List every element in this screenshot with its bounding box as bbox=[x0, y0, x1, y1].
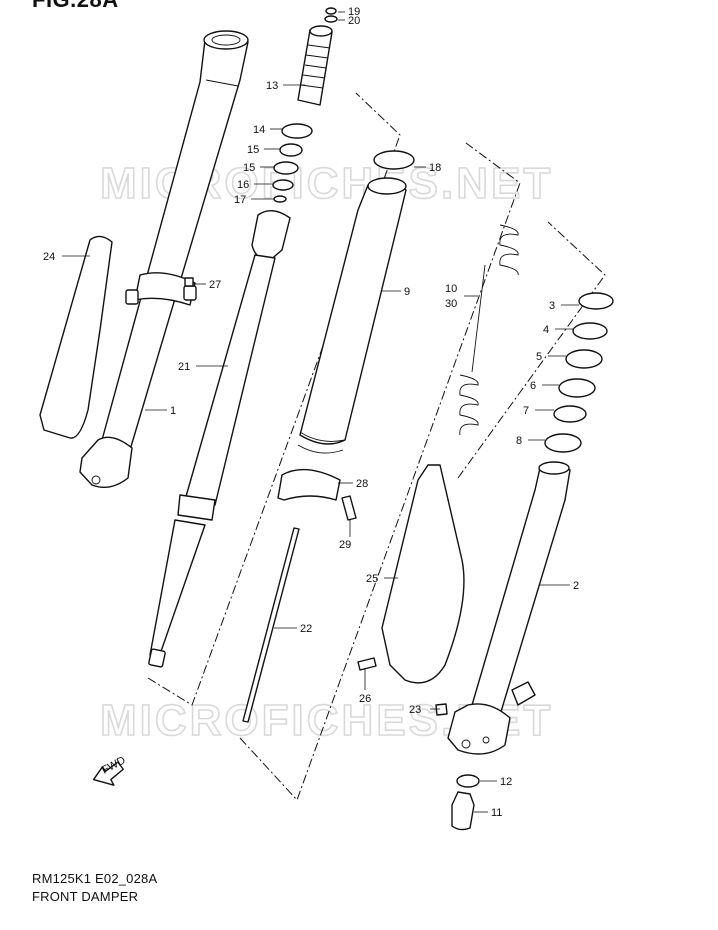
bleed-screw-23 bbox=[435, 703, 448, 716]
figure-title: FIG.28A bbox=[32, 0, 119, 13]
o-ring-18 bbox=[373, 150, 415, 170]
callout-30: 30 bbox=[445, 298, 457, 310]
callout-19: 19 bbox=[348, 6, 360, 18]
damper-top-assembly bbox=[297, 7, 338, 106]
drain-plug-11 bbox=[451, 791, 475, 831]
bushing-4 bbox=[572, 322, 608, 340]
fork-clamp-28 bbox=[277, 468, 341, 501]
ring-15a bbox=[279, 143, 303, 157]
stopper-ring-7 bbox=[553, 405, 587, 423]
damper-rod-21 bbox=[148, 210, 291, 668]
ring-16 bbox=[272, 179, 294, 191]
figure-name: FRONT DAMPER bbox=[32, 889, 139, 904]
leader-lines bbox=[62, 11, 579, 813]
callout-21: 21 bbox=[178, 361, 190, 373]
callout-16: 16 bbox=[237, 179, 249, 191]
callout-labels: 19 20 13 14 15 15 16 17 18 24 27 9 10 30… bbox=[43, 6, 579, 819]
callout-15a: 15 bbox=[247, 144, 259, 156]
fork-guard-left bbox=[39, 235, 113, 439]
callout-11: 11 bbox=[491, 807, 502, 819]
fork-guard-right bbox=[381, 464, 465, 684]
callout-24: 24 bbox=[43, 251, 55, 263]
rod-22 bbox=[242, 527, 300, 723]
callout-17: 17 bbox=[234, 194, 246, 206]
callout-20: 20 bbox=[348, 15, 360, 27]
callout-10: 10 bbox=[445, 283, 457, 295]
ring-17 bbox=[273, 195, 287, 203]
callout-26: 26 bbox=[359, 693, 371, 705]
outer-tube-left bbox=[79, 30, 249, 488]
callout-2: 2 bbox=[573, 580, 579, 592]
callout-12: 12 bbox=[500, 776, 512, 788]
callout-6: 6 bbox=[530, 380, 536, 392]
callout-9: 9 bbox=[404, 286, 410, 298]
callout-15b: 15 bbox=[243, 162, 255, 174]
callout-25: 25 bbox=[366, 573, 378, 585]
outer-tube-right bbox=[447, 461, 571, 755]
callout-22: 22 bbox=[300, 623, 312, 635]
figure-code: RM125K1 E02_028A bbox=[32, 871, 158, 886]
callout-18: 18 bbox=[429, 162, 441, 174]
callout-23: 23 bbox=[409, 704, 421, 716]
bolt-26 bbox=[357, 657, 377, 671]
callout-3: 3 bbox=[549, 300, 555, 312]
bushing-3 bbox=[578, 292, 614, 310]
ring-14 bbox=[281, 123, 313, 139]
callout-29: 29 bbox=[339, 539, 351, 551]
fwd-arrow: FWD bbox=[92, 754, 128, 786]
inner-tube-9 bbox=[297, 177, 407, 454]
callout-8: 8 bbox=[516, 435, 522, 447]
group-outline-spring bbox=[457, 221, 606, 479]
callout-14: 14 bbox=[253, 124, 265, 136]
oil-seal-6 bbox=[558, 378, 596, 398]
callout-7: 7 bbox=[523, 405, 529, 417]
washer-5 bbox=[565, 349, 603, 369]
callout-4: 4 bbox=[543, 324, 549, 336]
bolt-29 bbox=[341, 495, 357, 521]
fork-spring-10-30 bbox=[459, 224, 519, 436]
ring-15b bbox=[273, 161, 299, 175]
dust-seal-8 bbox=[544, 433, 582, 453]
callout-1: 1 bbox=[170, 405, 176, 417]
callout-5: 5 bbox=[536, 351, 542, 363]
group-outline-inner-tube bbox=[147, 92, 401, 706]
callout-28: 28 bbox=[356, 478, 368, 490]
callout-27: 27 bbox=[209, 279, 221, 291]
o-ring-12 bbox=[456, 774, 480, 788]
group-outline-damper-rod bbox=[239, 142, 521, 801]
callout-13: 13 bbox=[266, 80, 278, 92]
bolt-27 bbox=[184, 277, 194, 287]
